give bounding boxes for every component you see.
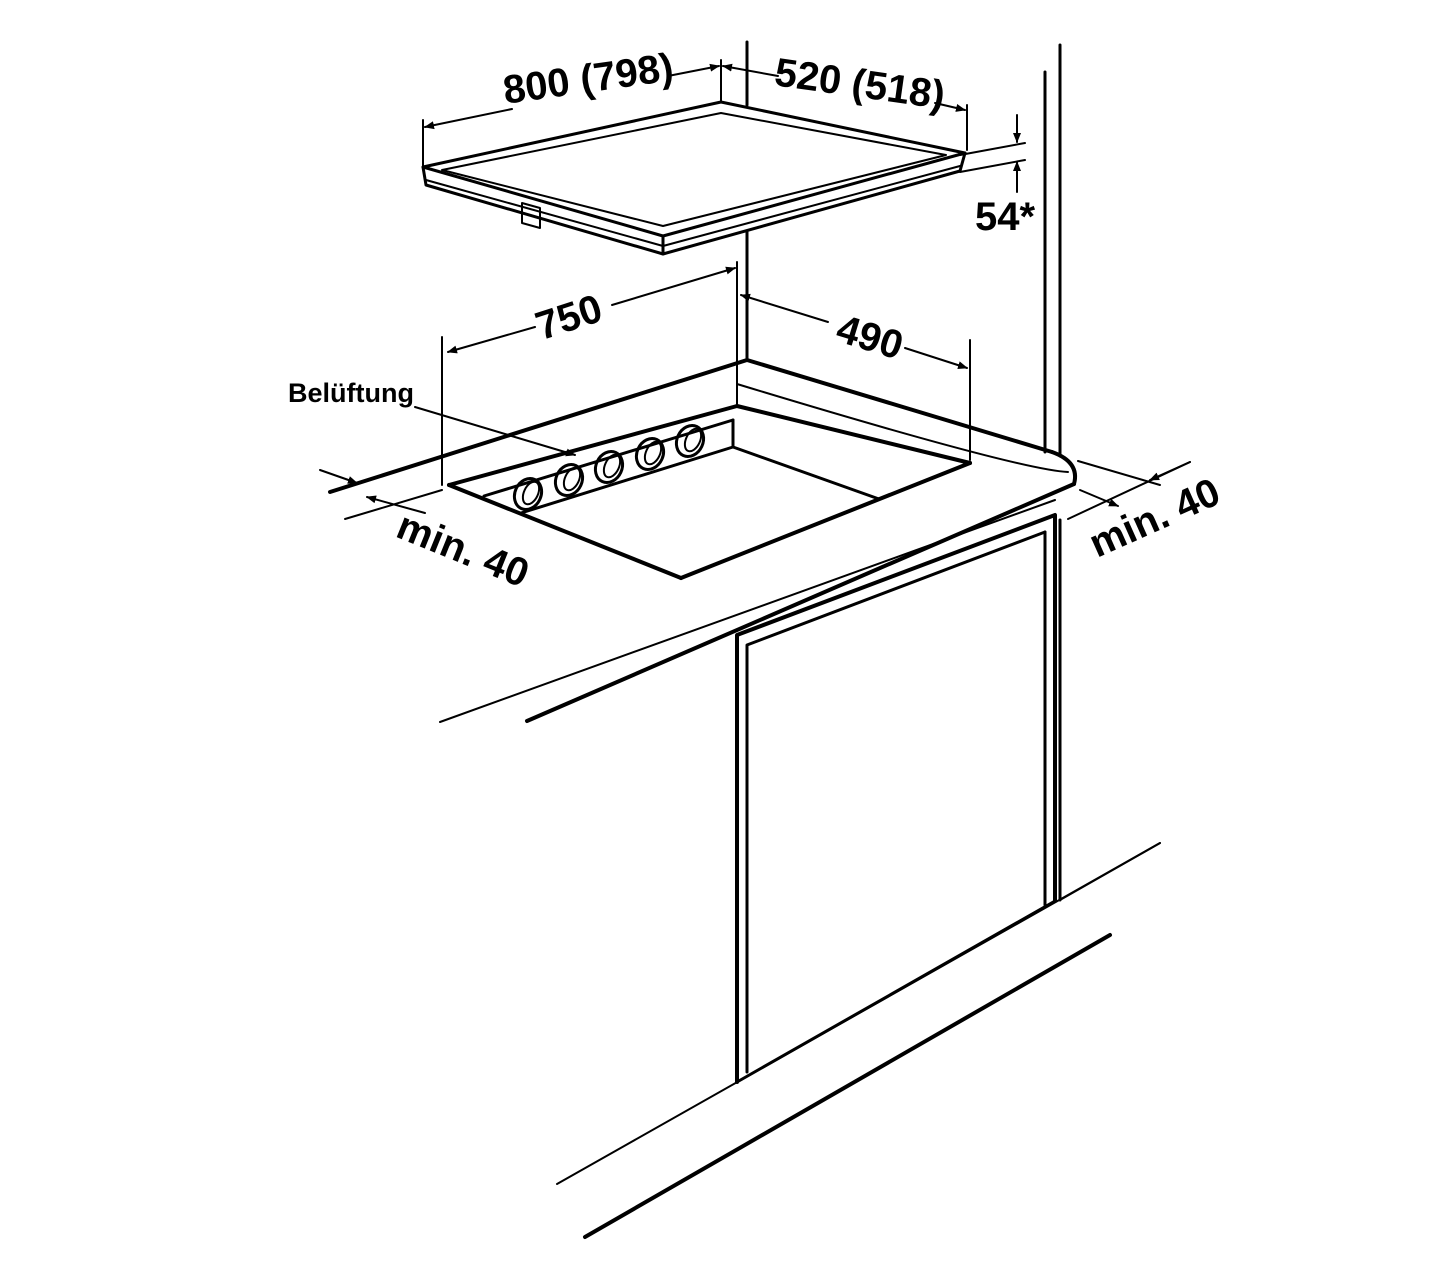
front-clearance-label: min. 40 bbox=[391, 504, 535, 596]
hob-width-dimension bbox=[422, 59, 722, 168]
ventilation-leader bbox=[414, 406, 576, 457]
cutout-depth-dimension bbox=[740, 293, 971, 461]
ventilation-holes bbox=[512, 423, 706, 512]
worktop bbox=[328, 358, 1077, 723]
hob-appliance bbox=[421, 100, 967, 256]
side-clearance-dimension bbox=[1067, 460, 1191, 520]
hob-height-dimension bbox=[959, 114, 1026, 193]
hob-height-label: 54* bbox=[975, 195, 1035, 239]
ventilation-label: Belüftung bbox=[288, 378, 414, 408]
cutout-width-dimension bbox=[441, 266, 736, 486]
hob-depth-label: 520 (518) bbox=[772, 50, 948, 117]
hob-depth-dimension bbox=[722, 63, 968, 151]
hob-width-label: 800 (798) bbox=[500, 45, 676, 112]
cutout-width-label: 750 bbox=[530, 286, 607, 348]
base-cabinet bbox=[556, 513, 1161, 1239]
front-clearance-dimension bbox=[319, 469, 443, 520]
cutout-depth-label: 490 bbox=[831, 307, 908, 369]
